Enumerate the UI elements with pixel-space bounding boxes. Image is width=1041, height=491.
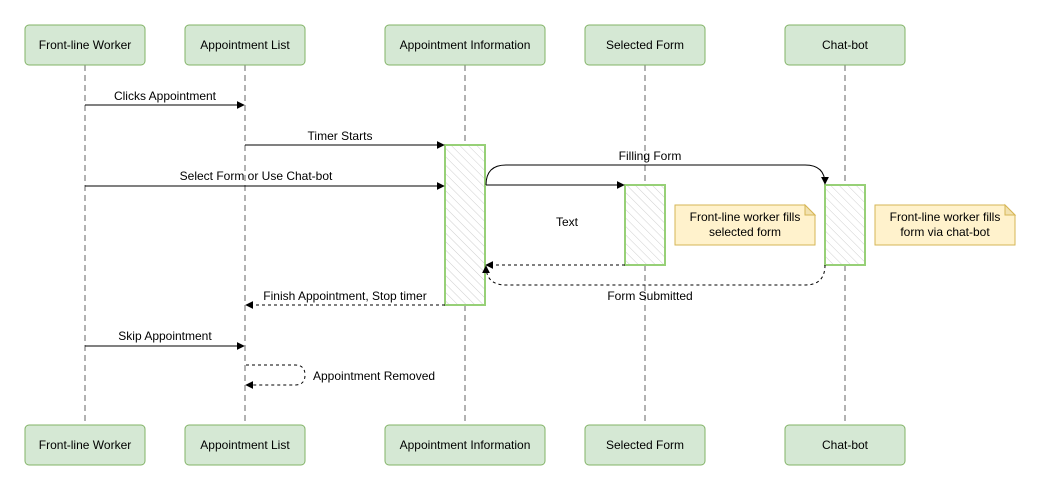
note-selected-form-line-2: selected form [709, 225, 781, 239]
participant-front-line-worker-top[interactable]: Front-line Worker [24, 24, 146, 66]
note-chat-bot[interactable]: Front-line worker fills form via chat-bo… [874, 203, 1017, 246]
message-label-clicks-appointment: Clicks Appointment [114, 89, 217, 103]
participant-label: Appointment List [200, 38, 290, 52]
activation-appointment-information[interactable] [444, 144, 486, 306]
participant-label: Appointment Information [400, 438, 531, 452]
participant-label: Chat-bot [822, 38, 869, 52]
participant-label: Selected Form [606, 38, 684, 52]
note-selected-form[interactable]: Front-line worker fills selected form [674, 203, 817, 246]
activation-selected-form[interactable] [624, 184, 666, 266]
participant-label: Appointment Information [400, 38, 531, 52]
message-label-finish-appointment: Finish Appointment, Stop timer [263, 289, 426, 303]
participant-label: Front-line Worker [39, 438, 131, 452]
message-label-skip-appointment: Skip Appointment [118, 329, 212, 343]
text-label: Text [556, 215, 579, 229]
activation-chat-bot[interactable] [824, 184, 866, 266]
message-label-form-submitted: Form Submitted [607, 289, 692, 303]
participant-chat-bot-top[interactable]: Chat-bot [784, 24, 906, 66]
participant-label: Appointment List [200, 438, 290, 452]
participant-appointment-list-bottom[interactable]: Appointment List [184, 424, 306, 466]
participant-chat-bot-bottom[interactable]: Chat-bot [784, 424, 906, 466]
participant-selected-form-bottom[interactable]: Selected Form [584, 424, 706, 466]
participant-appointment-list-top[interactable]: Appointment List [184, 24, 306, 66]
participant-label: Front-line Worker [39, 38, 131, 52]
message-form-submitted[interactable] [482, 264, 826, 286]
participant-label: Chat-bot [822, 438, 869, 452]
note-selected-form-line-1: Front-line worker fills [690, 210, 801, 224]
participant-selected-form-top[interactable]: Selected Form [584, 24, 706, 66]
message-label-timer-starts: Timer Starts [308, 129, 373, 143]
message-label-appointment-removed: Appointment Removed [313, 369, 435, 383]
message-label-filling-form: Filling Form [619, 149, 682, 163]
participant-appointment-information-top[interactable]: Appointment Information [384, 24, 546, 66]
note-chat-bot-line-2: form via chat-bot [900, 225, 990, 239]
message-appointment-removed[interactable] [245, 364, 306, 389]
message-filling-form[interactable] [485, 164, 829, 186]
participant-appointment-information-bottom[interactable]: Appointment Information [384, 424, 546, 466]
participant-label: Selected Form [606, 438, 684, 452]
note-chat-bot-line-1: Front-line worker fills [890, 210, 1001, 224]
participant-front-line-worker-bottom[interactable]: Front-line Worker [24, 424, 146, 466]
message-label-select-form-or-chatbot: Select Form or Use Chat-bot [180, 169, 333, 183]
